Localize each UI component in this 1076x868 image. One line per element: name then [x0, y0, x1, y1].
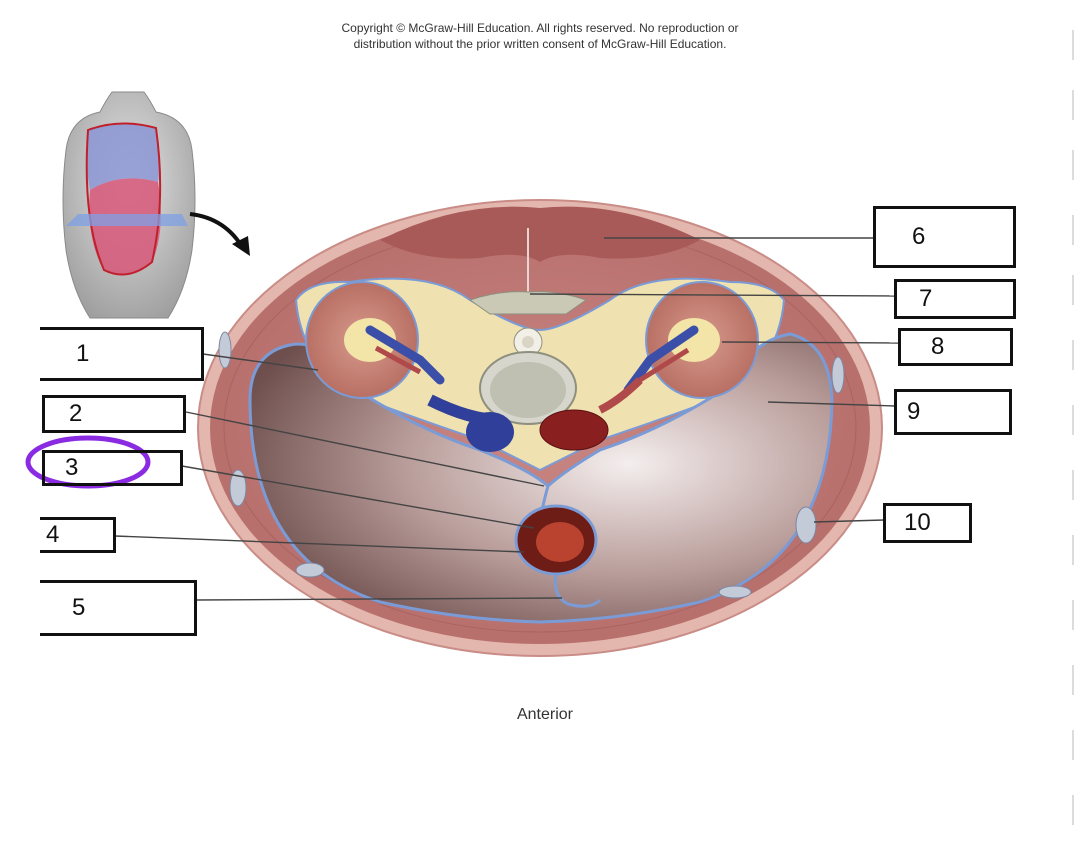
leader-line-3	[181, 465, 535, 529]
label-2-text: 2	[69, 400, 83, 427]
page-edge-mark	[1072, 730, 1074, 760]
page-edge-mark	[1072, 600, 1074, 630]
leader-line-5	[195, 597, 563, 601]
copyright-line-2: distribution without the prior written c…	[353, 37, 727, 51]
page-edge-mark	[1072, 405, 1074, 435]
deep-back-muscles	[380, 206, 700, 262]
abdominal-region-shading	[89, 178, 161, 275]
label-6-text: 6	[912, 223, 926, 250]
highlight-circle	[25, 435, 151, 489]
label-box-6[interactable]: 6	[873, 206, 1016, 268]
label-1-text: 1	[76, 340, 90, 367]
left-kidney	[305, 281, 445, 399]
label-3-text: 3	[65, 454, 79, 481]
label-box-3[interactable]: 3	[42, 450, 183, 486]
copyright-line-1: Copyright © McGraw-Hill Education. All r…	[341, 21, 739, 35]
leader-line-4	[114, 535, 525, 553]
leader-line-1	[202, 353, 319, 371]
label-box-8[interactable]: 8	[898, 328, 1013, 366]
label-box-4[interactable]: 4	[40, 517, 116, 553]
page-edge-mark	[1072, 30, 1074, 60]
label-box-9[interactable]: 9	[894, 389, 1012, 435]
torso-thumbnail	[62, 91, 250, 319]
page-edge-mark	[1072, 795, 1074, 825]
label-7-text: 7	[919, 285, 933, 312]
page-edge-mark	[1072, 275, 1074, 305]
label-box-5[interactable]: 5	[40, 580, 197, 636]
page-edge-mark	[1072, 90, 1074, 120]
aorta-section	[539, 409, 609, 451]
leader-line-2	[185, 411, 545, 487]
vertebra	[468, 291, 588, 425]
label-8-text: 8	[931, 333, 945, 360]
page-edge-mark	[1072, 470, 1074, 500]
leader-line-10	[813, 519, 885, 523]
label-5-text: 5	[72, 594, 86, 621]
body-wall-vessel	[795, 506, 817, 544]
leader-line-7	[529, 293, 896, 297]
page-edge-mark	[1072, 215, 1074, 245]
label-box-1[interactable]: 1	[40, 327, 204, 381]
leader-line-8	[721, 341, 899, 344]
label-box-7[interactable]: 7	[894, 279, 1016, 319]
falciform-ligament	[553, 573, 602, 608]
peritoneal-cavity	[248, 332, 834, 624]
label-10-text: 10	[904, 509, 931, 536]
orientation-label: Anterior	[516, 706, 574, 723]
leader-lines	[114, 237, 899, 601]
label-box-10[interactable]: 10	[883, 503, 972, 543]
section-plane	[66, 214, 188, 226]
page-edge-mark	[1072, 665, 1074, 695]
page-edge-mark	[1072, 535, 1074, 565]
page-edge-mark	[1072, 340, 1074, 370]
leader-line-9	[767, 401, 896, 407]
label-9-text: 9	[907, 398, 921, 425]
label-4-text: 4	[46, 521, 60, 548]
page-edge-mark	[1072, 150, 1074, 180]
thoracic-region-shading	[86, 123, 160, 190]
cross-section	[197, 199, 883, 657]
copyright-notice: Copyright © McGraw-Hill Education. All r…	[270, 20, 810, 52]
label-box-2[interactable]: 2	[42, 395, 186, 433]
right-kidney	[623, 281, 759, 399]
